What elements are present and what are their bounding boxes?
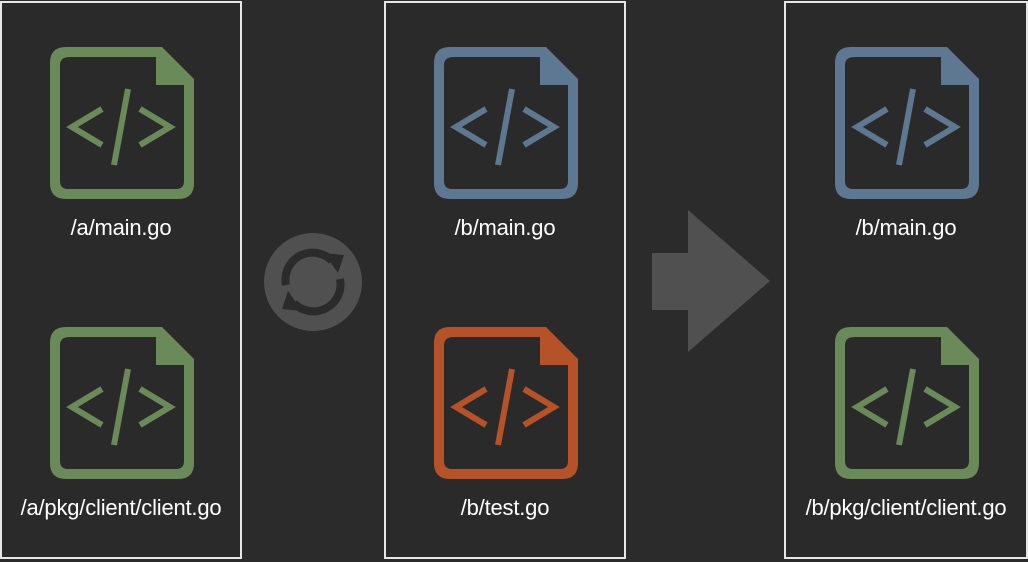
- file-label: /b/main.go: [855, 215, 957, 240]
- file-label: /b/main.go: [454, 215, 556, 240]
- file-item: /b/pkg/client/client.go: [786, 321, 1026, 521]
- code-file-icon: [50, 327, 194, 479]
- code-file-icon: [835, 327, 979, 479]
- panel-source-a: /a/main.go /a/pkg/client/client.go: [0, 1, 242, 559]
- file-item: /a/pkg/client/client.go: [2, 321, 240, 521]
- file-label: /b/test.go: [460, 495, 550, 520]
- file-item: /a/main.go: [2, 41, 240, 241]
- panel-target-b: /b/main.go /b/test.go: [384, 1, 626, 559]
- code-file-icon: [50, 47, 194, 199]
- file-item: /b/main.go: [786, 41, 1026, 241]
- code-file-icon: [434, 47, 578, 199]
- code-file-icon: [835, 47, 979, 199]
- file-label: /a/pkg/client/client.go: [20, 495, 222, 520]
- right-arrow-icon: [652, 210, 770, 352]
- file-label: /a/main.go: [70, 215, 172, 240]
- file-item: /b/test.go: [386, 321, 624, 521]
- sync-icon: [264, 233, 362, 331]
- panel-result: /b/main.go /b/pkg/client/client.go: [784, 1, 1028, 559]
- file-item: /b/main.go: [386, 41, 624, 241]
- code-file-icon: [434, 327, 578, 479]
- file-label: /b/pkg/client/client.go: [805, 495, 1007, 520]
